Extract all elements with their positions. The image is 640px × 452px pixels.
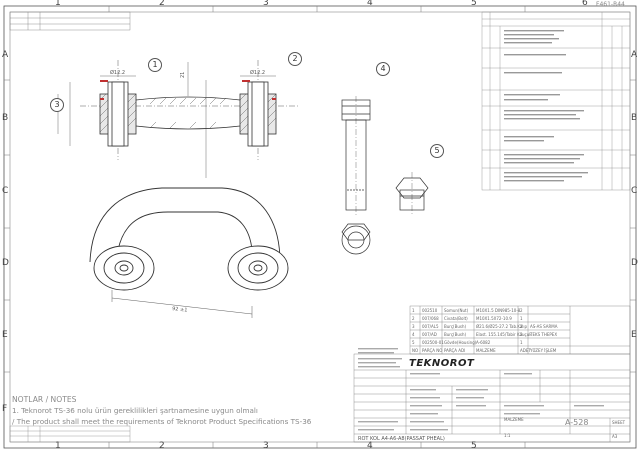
bom-cell: TEKS THEPEX: [529, 332, 557, 337]
top-left-revision-box: [9, 11, 131, 31]
column-mark-3: 3: [263, 0, 269, 8]
bolt-drawing: [341, 96, 371, 255]
section-hatching: [99, 93, 277, 133]
corner-code: F461-R44: [596, 1, 625, 8]
title-block: [353, 353, 631, 443]
column-mark-bottom-1: 1: [55, 441, 61, 451]
bom-cell: Gövde(Housing): [444, 340, 477, 345]
column-mark-bottom-3: 3: [263, 441, 269, 451]
material-label: MALZEME: [504, 417, 524, 422]
bom-header: NO: [412, 348, 418, 353]
column-mark-1: 1: [55, 0, 61, 8]
bom-cell: 3: [412, 324, 415, 329]
row-mark-E: E: [2, 330, 8, 340]
callout-1: 1: [148, 58, 162, 72]
callout-3: 3: [50, 98, 64, 112]
row-mark-B: B: [2, 113, 9, 123]
bom-cell: Somun(Nut): [444, 308, 469, 313]
part-name: ROT KOL A4-A6-A8(PASSAT PHEAL): [358, 436, 445, 442]
sheet-format: A3: [612, 434, 618, 439]
note-line-1: 1. Teknorot TS-36 nolu ürün gereklilikle…: [12, 406, 258, 415]
column-mark-bottom-2: 2: [159, 441, 165, 451]
bom-header: PARÇA ADI: [444, 348, 465, 353]
notes-title: NOTLAR / NOTES: [12, 395, 77, 404]
row-mark-C: C: [2, 186, 9, 196]
bom-table: [409, 305, 631, 355]
bom-cell: 2: [520, 324, 523, 329]
bom-header: MALZEME: [476, 348, 496, 353]
bom-cell: M10X1.5 DIN985-10-8: [476, 308, 521, 313]
section-view: [80, 60, 300, 160]
row-mark-right-A: A: [631, 50, 638, 60]
callout-5: 5: [430, 144, 444, 158]
bom-cell: Civata(Bolt): [444, 316, 468, 321]
brand-logo: TEKNOROT: [409, 358, 475, 369]
column-mark-2: 2: [159, 0, 165, 8]
row-mark-F: F: [2, 404, 8, 414]
note-line-2: / The product shall meet the requirement…: [12, 417, 312, 426]
bom-cell: 002500-01: [422, 340, 444, 345]
bom-cell: 2: [520, 308, 523, 313]
callout-4: 4: [376, 62, 390, 76]
row-mark-right-B: B: [631, 113, 638, 123]
bom-cell: 2: [412, 316, 415, 321]
row-mark-right-C: C: [631, 186, 638, 196]
dimension-vertical: 21: [180, 72, 186, 78]
row-mark-A: A: [2, 50, 9, 60]
column-mark-4: 4: [367, 0, 373, 8]
bom-cell: 1: [520, 316, 523, 321]
revision-history-table: [481, 11, 631, 191]
dimension-top-right: Ø12.2: [250, 69, 265, 76]
nut-drawing: [395, 172, 429, 214]
bom-cell: 007/068: [422, 316, 439, 321]
bom-header: PARÇA NO: [422, 348, 442, 353]
bom-cell: 007/AD: [422, 332, 437, 337]
notes-block: NOTLAR / NOTES 1. Teknorot TS-36 nolu ür…: [12, 394, 372, 427]
dimension-length: 92 ±1: [172, 306, 188, 314]
bom-header: ADET: [520, 348, 531, 353]
column-mark-6: 6: [582, 0, 588, 8]
bom-cell: 4: [412, 332, 415, 337]
bom-cell: Ø21.6/Ø25-27.2 Tab.Kalıp: [476, 324, 528, 329]
column-mark-5: 5: [471, 0, 477, 8]
column-mark-bottom-5: 5: [471, 441, 477, 451]
bom-cell: M10X1.5X72-10.9: [476, 316, 512, 321]
bom-header: YÜZEY İŞLEM: [529, 348, 557, 353]
bom-cell: 007/AL5: [422, 324, 439, 329]
bom-cell: AS-AS SARMA: [530, 324, 558, 329]
row-mark-right-D: D: [631, 258, 638, 268]
bom-cell: 1: [520, 340, 523, 345]
bottom-left-revision-box: [9, 425, 131, 443]
bom-cell: 2: [520, 332, 523, 337]
scale-value: 1:1: [504, 433, 511, 438]
document-number: A-528: [565, 418, 589, 427]
bom-cell: Burç(Bush): [444, 324, 466, 329]
column-mark-bottom-4: 4: [367, 441, 373, 451]
bom-cell: 002510: [422, 308, 438, 313]
bom-cell: 5: [412, 340, 415, 345]
bom-cell: Elast. 155.145/Tabir Kauçuk: [476, 332, 532, 337]
bom-cell: 1: [412, 308, 415, 313]
row-mark-right-E: E: [631, 330, 637, 340]
callout-2: 2: [288, 52, 302, 66]
link-isometric-view: [89, 187, 289, 318]
bom-cell: Burç(Bush): [444, 332, 466, 337]
bom-cell: A-6082: [476, 340, 491, 345]
dimension-top-left: Ø12.2: [110, 69, 125, 76]
row-mark-D: D: [2, 258, 9, 268]
sheet-label: SHEET: [612, 420, 626, 425]
